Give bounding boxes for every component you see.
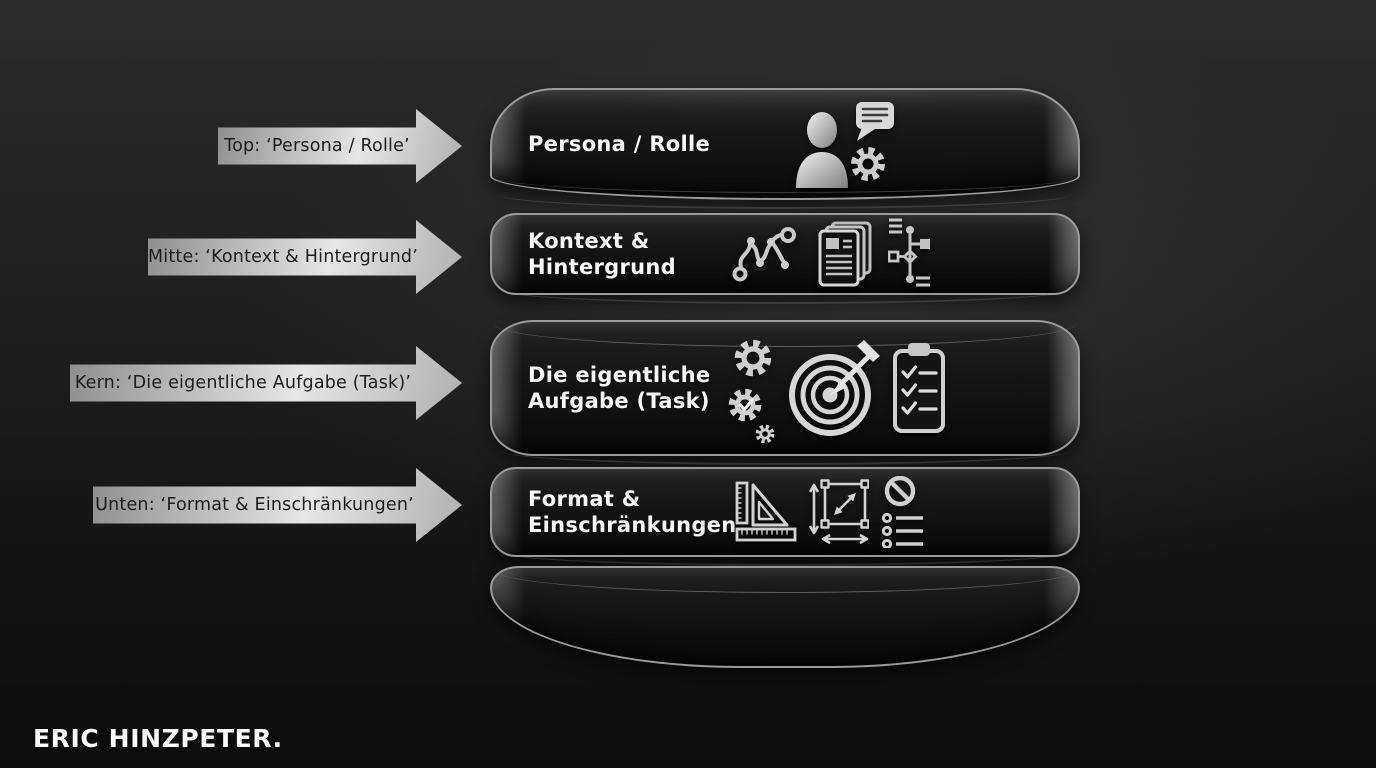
person-with-bubble-and-gear-icon (796, 102, 894, 188)
layer-title: Persona / Rolle (528, 131, 711, 156)
network-path-icon (732, 227, 796, 282)
dimension-box-icon (809, 479, 869, 545)
speech-bubble-icon (856, 102, 894, 141)
callout-arrow-mitte: Mitte: ‘Kontext & Hintergrund’ (148, 220, 462, 294)
layer-icons (724, 333, 946, 443)
target-dart-icon (789, 340, 880, 436)
timeline-branch-icon (888, 218, 930, 287)
gear-icon (851, 147, 885, 181)
setsquare-ruler-icon (735, 481, 797, 542)
layer-icons (732, 216, 932, 292)
documents-stack-icon (818, 221, 872, 287)
gears-icon (728, 339, 775, 443)
clipboard-checklist-icon (893, 343, 945, 433)
layer-kontext-hintergrund: Kontext &Hintergrund (490, 213, 1080, 304)
callout-arrow-kern: Kern: ‘Die eigentliche Aufgabe (Task)’ (70, 346, 462, 420)
layer-persona-rolle: Persona / Rolle (490, 88, 1080, 209)
callout-arrow-top: Top: ‘Persona / Rolle’ (218, 109, 462, 183)
layer-icons (735, 476, 925, 548)
prompt-stack: Persona / Rolle (490, 88, 1080, 668)
callout-label-mitte: Mitte: ‘Kontext & Hintergrund’ (148, 247, 418, 267)
layer-title: Format &Einschränkungen (528, 486, 737, 537)
callout-arrow-unten: Unten: ‘Format & Einschränkungen’ (93, 468, 462, 542)
callout-label-unten: Unten: ‘Format & Einschränkungen’ (95, 495, 414, 515)
layer-format-einschraenkungen: Format &Einschränkungen (490, 467, 1080, 566)
layer-base-empty (490, 566, 1080, 668)
layer-title: Kontext &Hintergrund (528, 228, 676, 279)
callout-label-kern: Kern: ‘Die eigentliche Aufgabe (Task)’ (74, 373, 412, 393)
layer-icons (780, 100, 906, 188)
callout-label-top: Top: ‘Persona / Rolle’ (224, 136, 410, 156)
person-bust-icon (796, 112, 848, 188)
brand-logo: ERIC HINZPETER. (33, 724, 283, 753)
prohibition-list-icon (881, 476, 923, 548)
